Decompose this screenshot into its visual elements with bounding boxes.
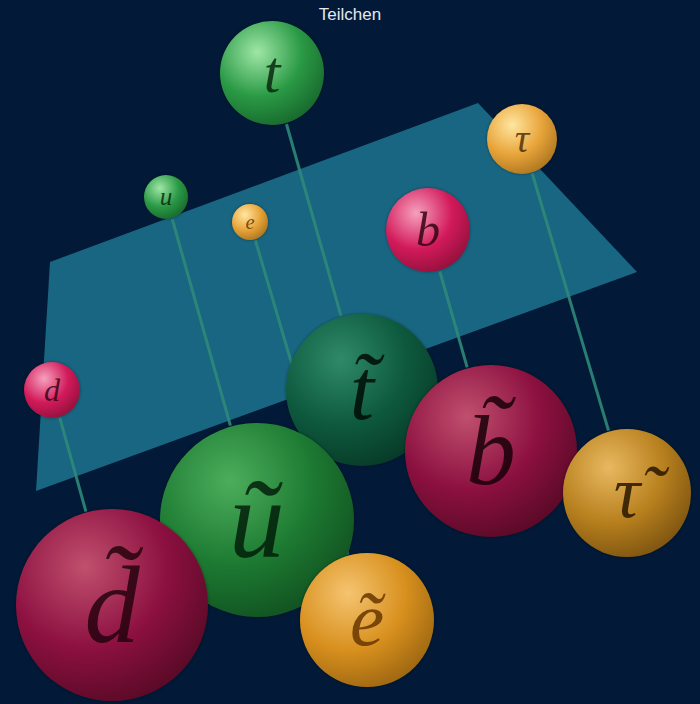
particle-symbol: b̃	[466, 402, 515, 501]
particle-symbol: τ	[515, 119, 529, 159]
particle-sphere: τ	[487, 104, 557, 174]
particle-symbol: e	[245, 212, 254, 233]
particle-symbol: d	[44, 374, 60, 406]
partner-link	[286, 124, 340, 316]
particle-symbol: b	[416, 206, 440, 254]
superpartner-sphere: b̃	[405, 365, 577, 537]
partner-link	[172, 219, 230, 426]
particle-symbol: ũ	[229, 464, 285, 576]
particle-sphere: u	[144, 175, 188, 219]
particle-symbol: τ̃	[614, 456, 640, 530]
superpartner-sphere: ẽ	[300, 553, 434, 687]
particle-sphere: e	[232, 204, 268, 240]
superpartner-sphere: τ̃	[563, 429, 691, 557]
partner-link	[60, 418, 86, 512]
superpartner-sphere: d̃	[16, 509, 208, 701]
particle-symbol: d̃	[84, 550, 139, 660]
particle-sphere: d	[24, 362, 80, 418]
particle-sphere: b	[386, 188, 470, 272]
title: Teilchen	[0, 5, 700, 25]
particle-symbol: u	[160, 184, 173, 209]
particle-symbol: t̃	[350, 346, 374, 433]
particle-sphere: t	[220, 21, 324, 125]
particle-symbol: t	[264, 43, 281, 103]
partner-link	[440, 271, 467, 367]
particle-symbol: ẽ	[350, 581, 384, 658]
